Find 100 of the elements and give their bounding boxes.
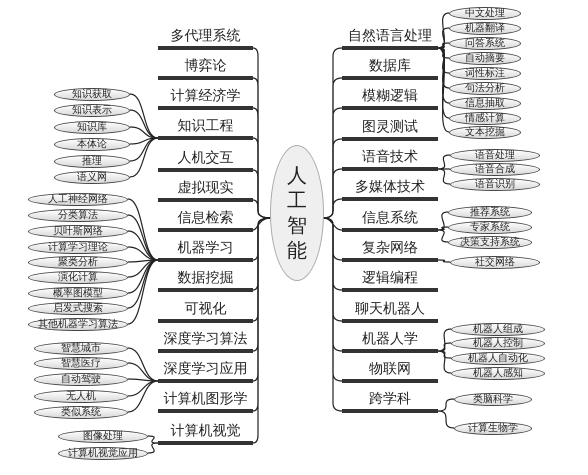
subtopic-ellipse: 情感计算 xyxy=(449,112,521,124)
branch-topic: 数据挖掘 xyxy=(158,268,253,292)
subtopic-ellipse: 知识表示 xyxy=(54,104,130,116)
branch-topic: 人机交互 xyxy=(158,148,253,172)
connector-line xyxy=(130,109,158,139)
subtopic-ellipse: 计算学习理论 xyxy=(28,240,128,254)
subtopic-ellipse: 知识获取 xyxy=(54,88,130,100)
subtopic-ellipse: 语义网 xyxy=(54,170,130,184)
connector-line xyxy=(438,328,452,352)
connector-line xyxy=(128,259,158,294)
subtopic-ellipse: 机器人组成 xyxy=(451,322,545,336)
subtopic-ellipse: 概率图模型 xyxy=(28,286,128,300)
subtopic-ellipse: 类似系统 xyxy=(34,406,128,418)
branch-topic: 计算经济学 xyxy=(158,86,253,110)
subtopic-ellipse: 语音识别 xyxy=(450,178,540,190)
branch-topic: 计算机图形学 xyxy=(158,389,253,413)
connector-line xyxy=(128,380,158,413)
connector-line xyxy=(128,198,158,261)
subtopic-ellipse: 机器翻译 xyxy=(449,22,521,34)
connector-line xyxy=(438,410,454,429)
connector-line xyxy=(438,350,452,374)
subtopic-ellipse: 无人机 xyxy=(34,390,128,402)
connector-line xyxy=(130,137,158,162)
subtopic-ellipse: 社交网络 xyxy=(450,256,540,268)
subtopic-ellipse: 机器人控制 xyxy=(451,336,545,350)
connector-line xyxy=(322,217,342,412)
branch-topic: 模糊逻辑 xyxy=(342,86,438,110)
branch-topic: 多代理系统 xyxy=(158,26,253,50)
subtopic-ellipse: 图像处理 xyxy=(58,430,148,442)
connector-line xyxy=(130,137,158,178)
branch-topic: 逻辑编程 xyxy=(342,268,438,292)
branch-topic: 语音技术 xyxy=(342,147,438,171)
connector-line xyxy=(128,259,158,309)
branch-topic: 深度学习应用 xyxy=(158,359,253,383)
subtopic-ellipse: 信息抽取 xyxy=(449,96,521,110)
subtopic-ellipse: 自动驾驶 xyxy=(34,372,128,386)
connector-line xyxy=(128,347,158,382)
branch-topic: 自然语言处理 xyxy=(342,26,438,50)
connector-line xyxy=(438,259,450,263)
subtopic-ellipse: 类脑科学 xyxy=(454,392,532,406)
branch-topic: 机器人学 xyxy=(342,329,438,353)
connector-line xyxy=(438,229,448,243)
branch-topic: 虚拟现实 xyxy=(158,178,253,202)
branch-topic: 物联网 xyxy=(342,359,438,383)
subtopic-ellipse: 机器人自动化 xyxy=(451,352,545,364)
subtopic-ellipse: 知识库 xyxy=(54,120,130,134)
connector-line xyxy=(130,93,158,139)
branch-topic: 信息检索 xyxy=(158,208,253,232)
subtopic-ellipse: 句法分析 xyxy=(449,82,521,94)
subtopic-ellipse: 智慧医疗 xyxy=(34,356,128,370)
connector-line xyxy=(438,47,450,119)
branch-topic: 信息系统 xyxy=(342,208,438,232)
subtopic-ellipse: 计算生物学 xyxy=(454,422,532,434)
branch-topic: 计算机视觉 xyxy=(158,421,253,445)
subtopic-ellipse: 演化计算 xyxy=(28,270,128,284)
connector-line xyxy=(438,398,454,412)
subtopic-ellipse: 智慧城市 xyxy=(34,342,128,354)
subtopic-ellipse: 聚类分析 xyxy=(28,256,128,268)
branch-topic: 知识工程 xyxy=(158,116,253,140)
connector-line xyxy=(438,154,450,170)
subtopic-ellipse: 推理 xyxy=(54,154,130,168)
connector-line xyxy=(438,47,450,133)
branch-topic: 聊天机器人 xyxy=(342,299,438,323)
subtopic-ellipse: 启发式搜索 xyxy=(28,302,128,314)
subtopic-ellipse: 专家系统 xyxy=(448,220,532,234)
subtopic-ellipse: 中文处理 xyxy=(449,6,521,20)
subtopic-ellipse: 计算机视觉应用 xyxy=(58,446,148,460)
connector-line xyxy=(322,198,342,219)
branch-topic: 数据库 xyxy=(342,56,438,80)
subtopic-ellipse: 语音处理 xyxy=(450,148,540,162)
connector-line xyxy=(128,362,158,382)
branch-topic: 多媒体技术 xyxy=(342,177,438,201)
branch-topic: 博弈论 xyxy=(158,56,253,80)
subtopic-ellipse: 分类算法 xyxy=(28,208,128,222)
branch-topic: 机器学习 xyxy=(158,238,253,262)
subtopic-ellipse: 其他机器学习算法 xyxy=(28,318,128,330)
subtopic-ellipse: 本体论 xyxy=(54,138,130,150)
connector-line xyxy=(438,211,448,231)
subtopic-ellipse: 文本挖掘 xyxy=(449,126,521,138)
connector-line xyxy=(322,217,342,231)
subtopic-ellipse: 推荐系统 xyxy=(448,206,532,218)
subtopic-ellipse: 自动摘要 xyxy=(449,52,521,64)
subtopic-ellipse: 语音合成 xyxy=(450,162,540,176)
connector-line xyxy=(128,259,158,325)
subtopic-ellipse: 决策支持系统 xyxy=(448,236,532,248)
connector-line xyxy=(148,442,158,454)
branch-topic: 可视化 xyxy=(158,299,253,323)
subtopic-ellipse: 词性标注 xyxy=(449,66,521,80)
connector-line xyxy=(438,168,450,185)
connector-line xyxy=(128,230,158,261)
branch-topic: 跨学科 xyxy=(342,389,438,413)
connector-line xyxy=(438,12,450,49)
subtopic-ellipse: 机器人感知 xyxy=(451,366,545,380)
connector-line xyxy=(128,214,158,261)
subtopic-ellipse: 贝叶斯网络 xyxy=(28,224,128,238)
subtopic-ellipse: 问答系统 xyxy=(449,36,521,50)
subtopic-ellipse: 人工神经网络 xyxy=(28,192,128,206)
connector-line xyxy=(438,27,450,49)
branch-topic: 复杂网络 xyxy=(342,238,438,262)
branch-topic: 图灵测试 xyxy=(342,117,438,141)
